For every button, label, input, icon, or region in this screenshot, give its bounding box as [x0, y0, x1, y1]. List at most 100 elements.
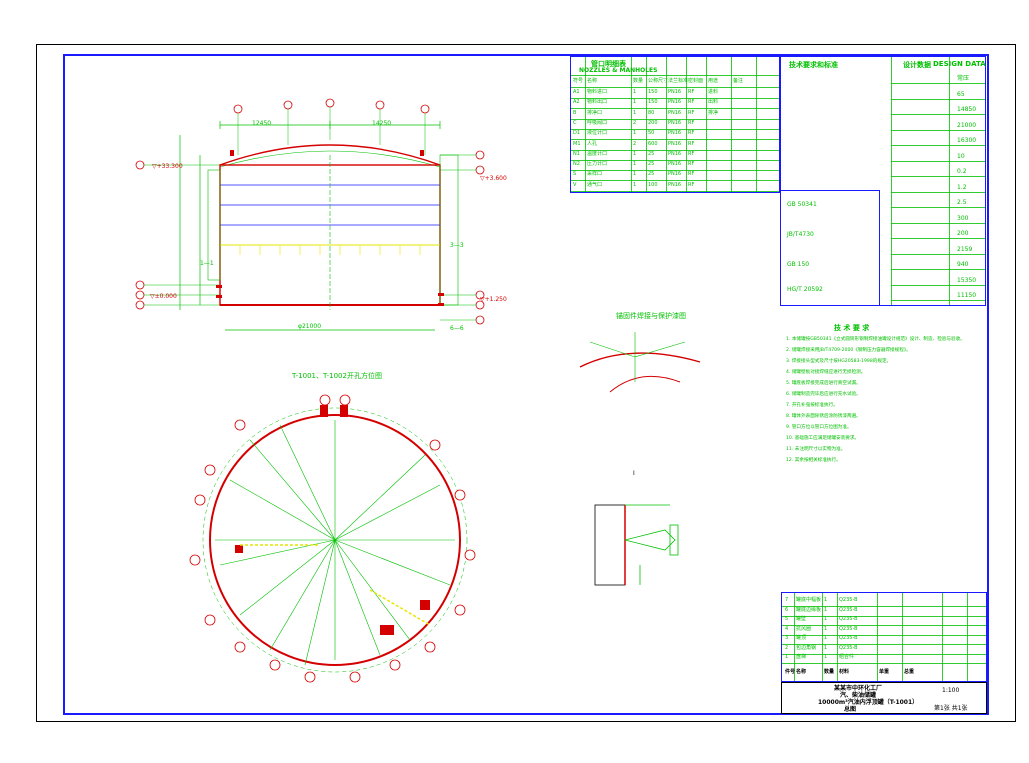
nozzle-cell: 1 [633, 99, 637, 106]
bom-cell: 包边角钢 [796, 644, 817, 651]
bom-cell: 1 [824, 644, 828, 651]
bom-cell: Q235-B [839, 625, 858, 632]
bom-cell: 4 [785, 625, 789, 632]
nozzle-col-header: 名称 [587, 78, 598, 84]
nozzle-cell: RF [688, 150, 695, 157]
bom-cell: 5 [785, 616, 789, 622]
bom-cell: Q235-B [839, 644, 858, 651]
title-drawing-type: 总图 [844, 706, 857, 713]
detail-view-lower [594, 504, 679, 586]
spec-value: 16300 [957, 137, 977, 144]
bom-cell: Q235-B [839, 635, 858, 641]
nozzle-cell: 压力计口 [587, 161, 608, 168]
note-line: 6. 储罐制造完毕后应进行充水试验。 [786, 392, 861, 397]
nozzle-cell: PN16 [668, 140, 682, 147]
tank-elevation-view [135, 98, 485, 331]
nozzle-cell: 人孔 [587, 140, 598, 147]
nozzle-cell: A1 [573, 89, 580, 95]
spec-value: 常压 [957, 75, 970, 82]
nozzle-cell: PN16 [668, 130, 682, 137]
spec-item-2: GB 150 [787, 261, 810, 268]
nozzle-col-header: 用途 [708, 78, 719, 84]
nozzle-col-header: 法兰标准 [668, 78, 689, 84]
notes-list: 1. 本储罐按GB50341《立式圆筒形钢制焊接油罐设计规范》设计、制造、检验与… [786, 334, 982, 466]
design-data-title-en: DESIGN DATA [933, 60, 986, 68]
bom-cell: 抗风圈 [796, 625, 812, 632]
note-line: 11. 未注明尺寸以实物为准。 [786, 447, 846, 452]
note-line: 3. 焊接接头型式及尺寸按HG20583-1998的规定。 [786, 359, 892, 364]
level-mark-right-1: ▽+3.600 [480, 175, 507, 182]
section-mark-1: 1—1 [200, 260, 214, 267]
note-line: 12. 其余按相关标准执行。 [786, 458, 841, 463]
bom-header: 名称 [796, 669, 807, 675]
bom-cell: 组合件 [839, 654, 855, 660]
nozzle-cell: PN16 [668, 119, 682, 126]
spec-value: 0.2 [957, 168, 967, 175]
outer-border [36, 44, 1016, 722]
note-line: 7. 开孔补强按标准执行。 [786, 403, 838, 408]
spec-value: 10 [957, 152, 965, 160]
nozzle-cell: 呼吸阀口 [587, 119, 608, 126]
spec-title: 技术要求和标准 [789, 61, 838, 69]
nozzle-cell: PN16 [668, 99, 682, 106]
spec-value: 11150 [957, 292, 977, 299]
dimension-diameter: φ21000 [298, 323, 322, 330]
bom-cell: 6 [785, 606, 789, 613]
nozzle-cell: 100 [648, 181, 658, 188]
dimension-left: 12450 [252, 120, 272, 127]
nozzle-cell: A2 [573, 99, 580, 106]
note-line: 9. 管口方位以管口方位图为准。 [786, 425, 852, 430]
nozzle-cell: 1 [633, 89, 637, 95]
nozzle-cell: RF [688, 130, 695, 137]
drawing-frame [63, 54, 989, 715]
bom-header: 数量 [824, 669, 835, 675]
nozzle-cell: PN16 [668, 161, 682, 168]
nozzle-col-header: 备注 [733, 78, 744, 84]
nozzle-cell: 出料 [708, 99, 719, 106]
spec-value: 1.2 [957, 183, 967, 191]
bom-cell: 罐底中幅板 [796, 597, 822, 603]
title-block: 某某市中环化工厂 汽、柴油储罐 10000m³汽油内浮顶罐（T-1001） 总图… [781, 682, 987, 714]
nozzle-cell: 1 [633, 130, 637, 137]
spec-value: 65 [957, 90, 965, 98]
nozzle-cell: 1 [633, 150, 637, 157]
spec-value: 15350 [957, 276, 977, 284]
nozzle-col-header: 符号 [573, 78, 584, 84]
nozzle-cell: 25 [648, 171, 655, 178]
bom-header: 总重 [904, 669, 915, 675]
section-mark-6: 6—6 [450, 325, 464, 332]
nozzle-cell: 1 [633, 181, 637, 188]
nozzle-cell: 进料 [708, 89, 719, 95]
bom-cell: Q235-B [839, 597, 858, 603]
bom-cell: 盘梯 [796, 654, 807, 660]
bom-cell: 1 [824, 616, 828, 622]
bom-cell: 罐底边缘板 [796, 606, 822, 613]
bom-cell: 1 [824, 597, 828, 603]
nozzle-cell: RF [688, 89, 695, 95]
spec-value: 200 [957, 230, 969, 237]
nozzle-cell: 25 [648, 150, 655, 157]
nozzle-cell: 采样口 [587, 171, 603, 178]
nozzle-cell: C [573, 119, 577, 126]
nozzle-cell: PN16 [668, 150, 682, 157]
spec-item-1: JB/T4730 [787, 231, 814, 238]
spec-value: 300 [957, 214, 969, 222]
note-line: 8. 罐体外表面除锈后涂防锈漆两遍。 [786, 414, 861, 419]
bom-cell: 7 [785, 597, 789, 603]
note-line: 1. 本储罐按GB50341《立式圆筒形钢制焊接油罐设计规范》设计、制造、检验与… [786, 337, 965, 342]
bom-cell: 3 [785, 635, 789, 641]
nozzle-cell: 2 [633, 119, 637, 126]
nozzle-cell: B [573, 109, 577, 116]
nozzle-cell: 1 [633, 161, 637, 168]
nozzle-cell: PN16 [668, 89, 682, 95]
nozzle-cell: 物料进口 [587, 89, 608, 95]
nozzle-cell: 物料出口 [587, 99, 608, 106]
level-mark-base: ▽±0.000 [150, 293, 177, 300]
bom-cell: 1 [824, 635, 828, 641]
nozzle-cell: RF [688, 161, 695, 168]
title-drawing-name: 10000m³汽油内浮顶罐（T-1001） [818, 699, 919, 706]
nozzle-cell: 排净口 [587, 109, 603, 116]
nozzle-table-title: 管口明细表 [591, 60, 626, 68]
notes-title: 技 术 要 求 [834, 324, 870, 332]
